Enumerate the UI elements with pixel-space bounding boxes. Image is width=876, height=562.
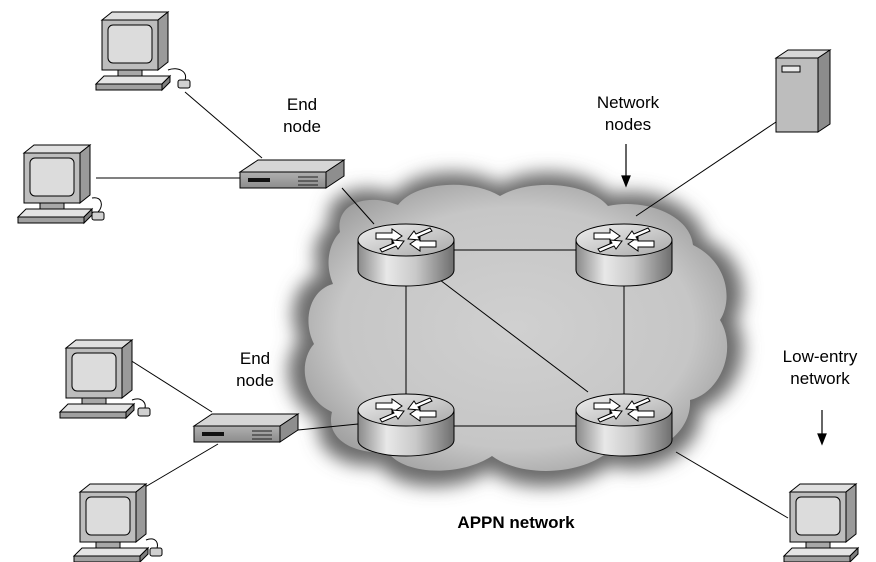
router-icon bbox=[357, 223, 455, 287]
pc-icon bbox=[73, 483, 149, 562]
arrows bbox=[621, 144, 827, 446]
router-icon bbox=[575, 223, 673, 287]
switch-icon bbox=[239, 159, 345, 189]
end-node-bottom-label-line1: End bbox=[240, 349, 270, 368]
mouse-icon bbox=[177, 79, 191, 89]
pc-icon bbox=[59, 339, 135, 419]
mouse-icon bbox=[137, 407, 151, 417]
router-icon bbox=[357, 393, 455, 457]
mouse-icon bbox=[91, 211, 105, 221]
network-nodes-label-line1: Network bbox=[597, 93, 660, 112]
mouse-icon bbox=[149, 547, 163, 557]
pc-icon bbox=[17, 144, 93, 224]
server-icon bbox=[774, 49, 832, 133]
pc-icon bbox=[95, 11, 171, 91]
network-links bbox=[96, 91, 789, 519]
end-node-top-label-line2: node bbox=[283, 117, 321, 136]
low-entry-label-line1: Low-entry bbox=[783, 347, 858, 366]
mouse-cords bbox=[91, 68, 186, 551]
appn-cloud bbox=[288, 172, 743, 487]
network-nodes-label-line2: nodes bbox=[605, 115, 651, 134]
appn-network-label: APPN network bbox=[457, 513, 575, 532]
end-node-bottom-label-line2: node bbox=[236, 371, 274, 390]
switch-icon bbox=[193, 413, 299, 443]
router-icon bbox=[575, 393, 673, 457]
end-node-top-label-line1: End bbox=[287, 95, 317, 114]
pc-icon bbox=[783, 483, 859, 562]
low-entry-label-line2: network bbox=[790, 369, 850, 388]
